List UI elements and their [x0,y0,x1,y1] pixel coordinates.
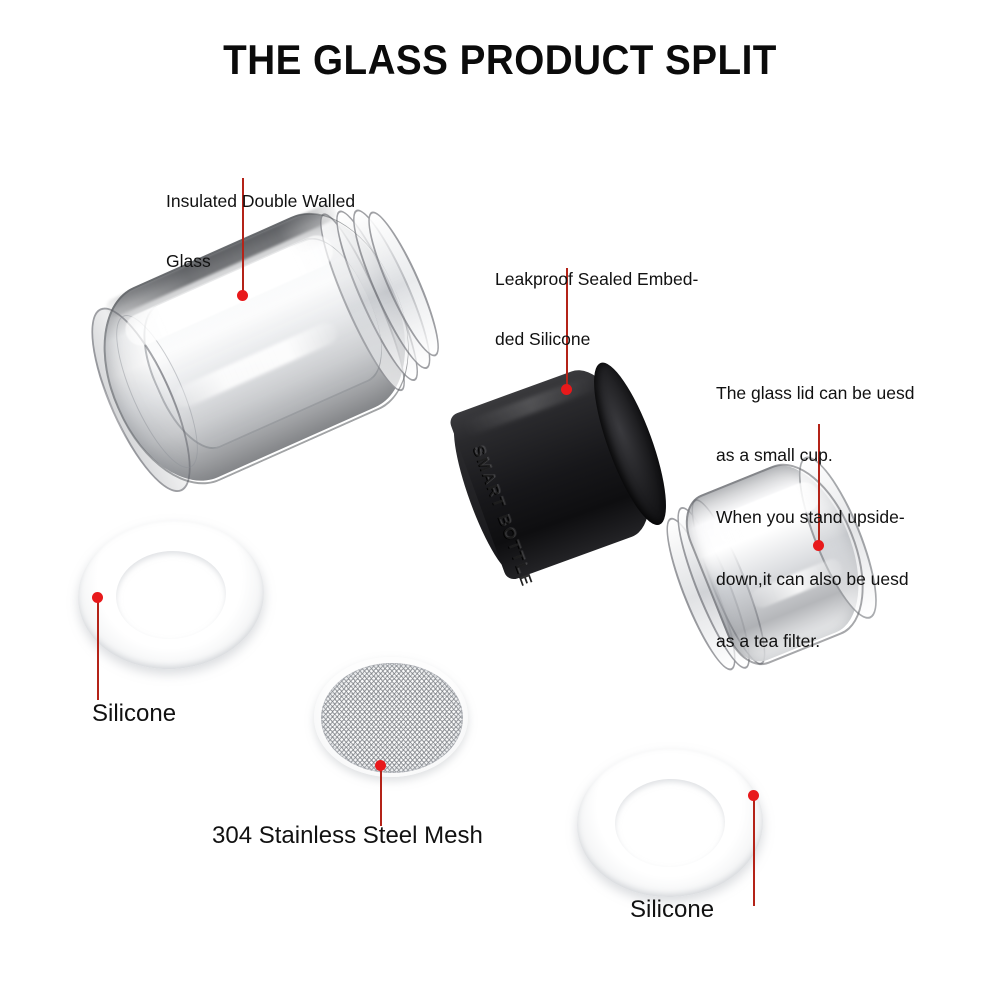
leader-dot-silicone-left [92,592,103,603]
mesh-disc-weave [321,663,463,773]
callout-insulated-glass-line1: Insulated Double Walled [166,190,356,211]
callout-glass-lid-line1: The glass lid can be uesd [716,383,915,404]
leader-dot-leakproof-silicone [561,384,572,395]
leader-line-silicone-right [753,796,755,906]
callout-silicone-right: Silicone [630,896,715,923]
leader-line-silicone-left [97,598,99,700]
leader-dot-insulated-glass [237,290,248,301]
callout-mesh: 304 Stainless Steel Mesh [212,822,483,849]
callout-silicone-left: Silicone [92,700,177,727]
callout-glass-lid: The glass lid can be uesd as a small cup… [716,342,914,693]
callout-glass-lid-line3: When you stand upside- [716,507,905,528]
callout-leakproof-silicone-line2: ded Silicone [495,329,591,350]
callout-leakproof-silicone: Leakproof Sealed Embed- ded Silicone [495,228,698,390]
silicone-ring-right [574,745,766,901]
callout-insulated-glass: Insulated Double Walled Glass [166,150,355,312]
leader-line-insulated-glass [242,178,244,296]
stainless-steel-mesh-disc [314,657,468,777]
leader-line-leakproof-silicone [566,268,568,390]
callout-glass-lid-line5: as a tea filter. [716,630,821,651]
page-title: THE GLASS PRODUCT SPLIT [223,36,777,83]
leader-line-glass-lid [818,424,820,546]
leader-dot-mesh [375,760,386,771]
callout-glass-lid-line2: as a small cup. [716,445,833,466]
leader-line-mesh [380,766,382,826]
callout-glass-lid-line4: down,it can also be uesd [716,569,909,590]
leader-dot-glass-lid [813,540,824,551]
callout-insulated-glass-line2: Glass [166,251,211,272]
leader-dot-silicone-right [748,790,759,801]
callout-leakproof-silicone-line1: Leakproof Sealed Embed- [495,268,699,289]
